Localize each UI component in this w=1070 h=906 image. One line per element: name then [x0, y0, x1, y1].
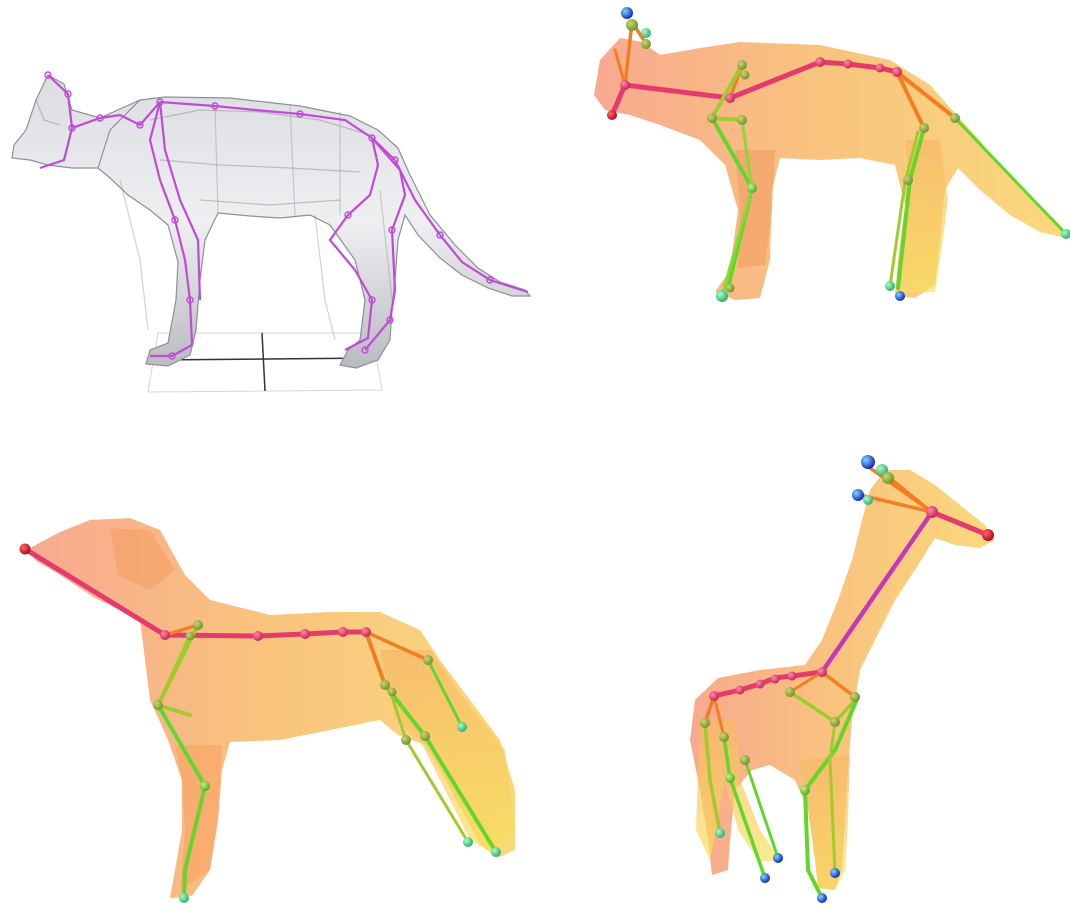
panel-giraffe-skeleton-fit	[690, 455, 995, 903]
giraffe-body-silhouette	[690, 470, 995, 890]
panel-cat-skeleton-fit	[594, 7, 1070, 302]
dog-body-silhouette	[30, 518, 515, 898]
cat-mesh	[12, 75, 530, 368]
cat-body-silhouette	[594, 38, 1066, 300]
panel-rigged-cat	[12, 72, 530, 392]
panel-dog-skeleton-fit	[20, 518, 516, 903]
